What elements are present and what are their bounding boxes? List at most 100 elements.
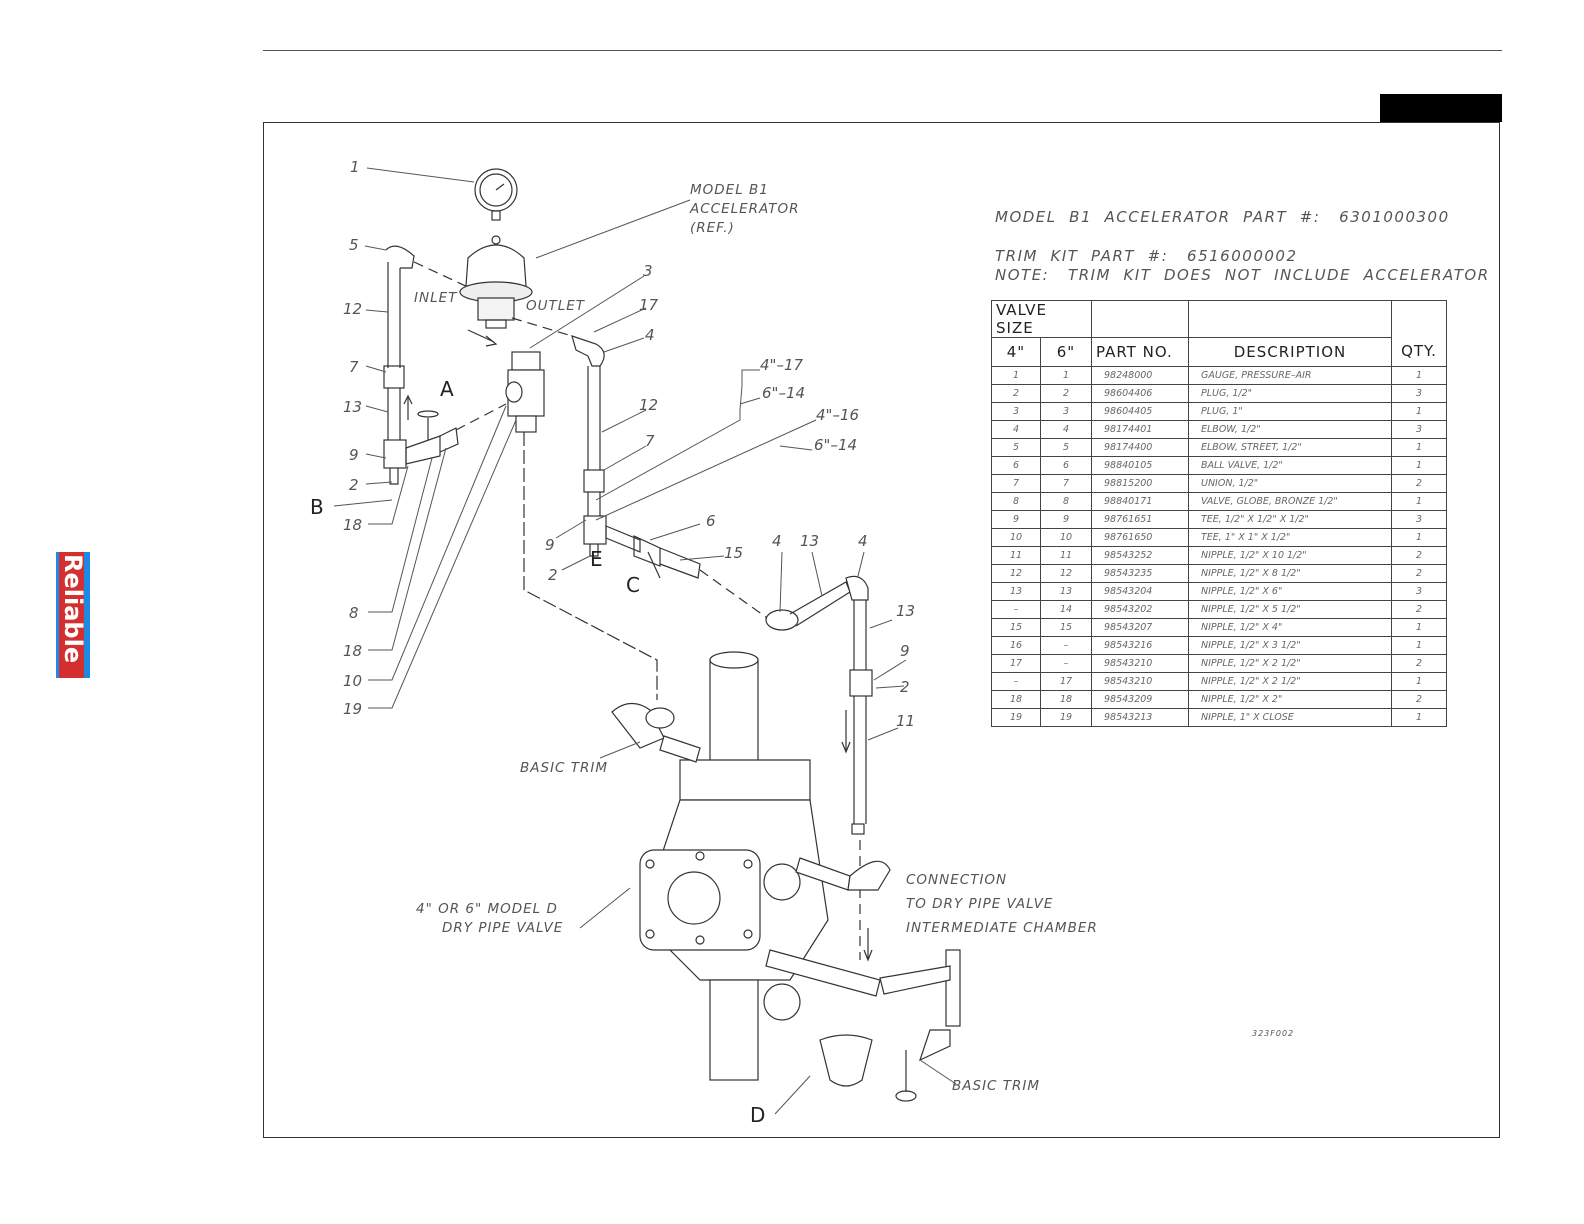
dry-pipe-valve-label-2: DRY PIPE VALVE xyxy=(442,920,563,936)
accelerator-label-1: MODEL B1 xyxy=(690,182,769,198)
letter-c: C xyxy=(626,573,640,597)
dim-6in-14a: 6"–14 xyxy=(762,384,805,402)
lower-gauge-icon xyxy=(763,983,801,1021)
valve-handwheel-icon xyxy=(417,410,439,418)
globe-valve-8 xyxy=(405,435,441,465)
callout-2c: 2 xyxy=(900,678,910,696)
riser-pipe-lower xyxy=(709,979,759,1081)
callout-9b: 9 xyxy=(545,536,555,554)
callout-11: 11 xyxy=(896,712,915,730)
letter-e: E xyxy=(590,547,603,571)
blank-header-2 xyxy=(1188,300,1392,338)
inlet-arrow-icon xyxy=(467,329,498,347)
callout-3: 3 xyxy=(643,262,653,280)
blank-header-1 xyxy=(1091,300,1189,338)
callout-18b: 18 xyxy=(343,642,362,660)
callout-2b: 2 xyxy=(548,566,558,584)
tee-9-right xyxy=(583,515,607,545)
col-6in-header: 6" xyxy=(1040,337,1092,367)
parts-table: VALVE SIZE QTY. 4" 6" PART NO. DESCRIPTI… xyxy=(991,300,1447,727)
callout-4c: 4 xyxy=(858,532,868,550)
callout-15: 15 xyxy=(724,544,743,562)
callout-4: 4 xyxy=(645,326,655,344)
qty-cell: 1 xyxy=(1391,708,1447,727)
drip-funnel xyxy=(819,1034,873,1087)
callout-13c: 13 xyxy=(896,602,915,620)
callout-9: 9 xyxy=(349,446,359,464)
connection-label-1: CONNECTION xyxy=(906,872,1007,888)
connection-label-2: TO DRY PIPE VALVE xyxy=(906,896,1053,912)
qty-cell: 1 xyxy=(1391,636,1447,655)
upper-flange xyxy=(679,759,811,801)
callout-17: 17 xyxy=(639,296,659,314)
dim-4in-16: 4"–16 xyxy=(816,406,859,424)
logo-blue-stripe xyxy=(84,552,90,678)
inlet-label: INLET xyxy=(414,290,458,306)
callout-13: 13 xyxy=(343,398,362,416)
callout-1: 1 xyxy=(350,158,360,176)
union-7-right xyxy=(583,469,605,493)
callout-2: 2 xyxy=(349,476,359,494)
gauge-stem xyxy=(491,210,501,221)
basic-trim-lower-manifold xyxy=(765,949,881,997)
part-no-header: PART NO. xyxy=(1091,337,1189,367)
qty-header: QTY. xyxy=(1391,300,1447,367)
upper-gauge-icon xyxy=(763,863,801,901)
callout-19: 19 xyxy=(343,700,362,718)
dry-pipe-valve-label-1: 4" OR 6" MODEL D xyxy=(416,901,558,917)
logo-text: Reliable xyxy=(59,554,87,663)
letter-a: A xyxy=(440,377,454,401)
callout-4b: 4 xyxy=(772,532,782,550)
callout-8: 8 xyxy=(349,604,359,622)
valve-size-header: VALVE SIZE xyxy=(991,300,1092,338)
tee-9-left xyxy=(383,439,407,469)
gauge-dial xyxy=(479,173,513,207)
callout-5: 5 xyxy=(349,236,359,254)
callout-7b: 7 xyxy=(645,432,655,450)
header-rule xyxy=(263,50,1502,51)
accelerator-part-line: MODEL B1 ACCELERATOR PART #: 6301000300 xyxy=(995,208,1450,226)
figure-frame xyxy=(263,122,1500,1138)
flow-down-arrow-icon xyxy=(841,710,851,754)
accelerator-label-2: ACCELERATOR xyxy=(689,201,800,217)
connection-pipe-dashed xyxy=(523,432,658,700)
description-header: DESCRIPTION xyxy=(1188,337,1392,367)
callout-18: 18 xyxy=(343,516,362,534)
valve-cover-plate xyxy=(639,849,761,951)
basic-trim-label-lower: BASIC TRIM xyxy=(952,1078,1040,1094)
reliable-logo: Reliable xyxy=(56,552,90,678)
col-4in-header: 4" xyxy=(991,337,1041,367)
trim-kit-part-line: TRIM KIT PART #: 6516000002 xyxy=(995,247,1298,265)
callout-12b: 12 xyxy=(639,396,658,414)
dim-6in-14b: 6"–14 xyxy=(814,436,857,454)
callout-13b: 13 xyxy=(800,532,819,550)
callout-12: 12 xyxy=(343,300,362,318)
dim-4in-17: 4"–17 xyxy=(760,356,803,374)
elbow-4-lower xyxy=(765,609,799,631)
callout-6: 6 xyxy=(706,512,716,530)
callout-9c: 9 xyxy=(900,642,910,660)
letter-b: B xyxy=(310,495,324,519)
outlet-label: OUTLET xyxy=(526,298,586,314)
connection-label-3: INTERMEDIATE CHAMBER xyxy=(906,920,1098,936)
tee-9-lower xyxy=(849,669,873,697)
callout-7: 7 xyxy=(349,358,359,376)
logo-blue-stripe-left xyxy=(56,552,59,678)
basic-trim-label-upper: BASIC TRIM xyxy=(520,760,608,776)
letter-d: D xyxy=(750,1103,765,1127)
ball-valve-6 xyxy=(633,535,661,567)
flow-down-arrow-icon-2 xyxy=(863,928,873,962)
drain-handwheel-icon xyxy=(895,1090,917,1102)
